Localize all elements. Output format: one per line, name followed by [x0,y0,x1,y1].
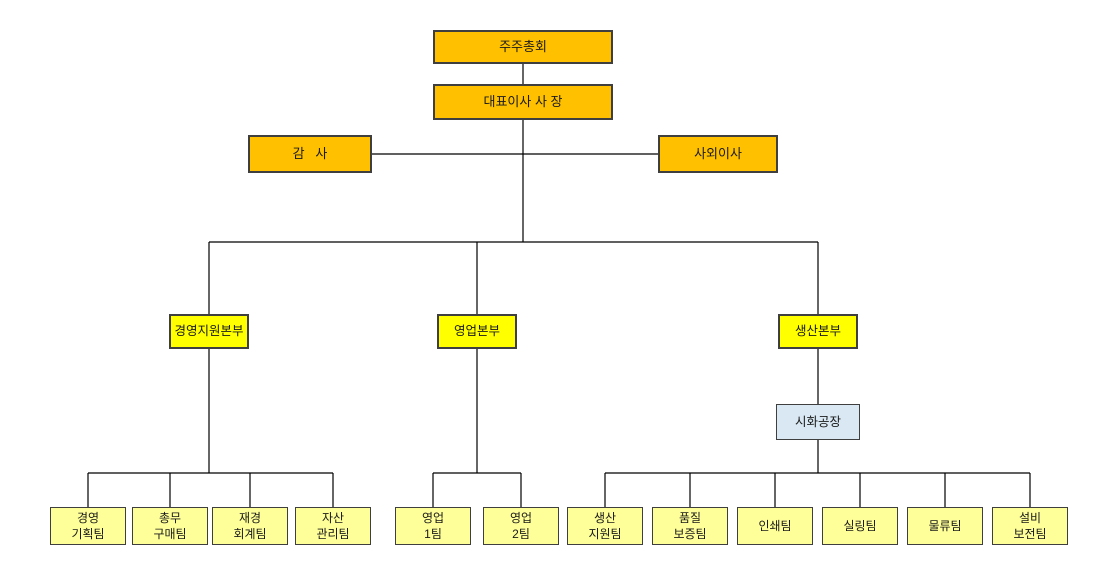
node-team-finance-accounting: 재경 회계팀 [212,507,288,545]
node-team-production-support: 생산 지원팀 [567,507,643,545]
node-team-general-affairs-purchasing: 총무 구매팀 [132,507,208,545]
node-team-sales-2: 영업 2팀 [483,507,559,545]
node-division-production: 생산본부 [778,314,858,349]
node-outside-director: 사외이사 [658,135,778,173]
node-team-printing: 인쇄팀 [737,507,813,545]
node-team-asset-management: 자산 관리팀 [295,507,371,545]
node-division-management-support: 경영지원본부 [169,314,249,349]
node-team-facility-maintenance: 설비 보전팀 [992,507,1068,545]
node-division-sales: 영업본부 [437,314,517,349]
node-auditor: 감 사 [248,135,372,173]
node-team-management-planning: 경영 기획팀 [50,507,126,545]
node-team-quality-assurance: 품질 보증팀 [652,507,728,545]
node-team-sales-1: 영업 1팀 [395,507,471,545]
node-sihwa-factory: 시화공장 [776,404,860,440]
node-team-sealing: 실링팀 [822,507,898,545]
node-ceo-president: 대표이사 사 장 [433,84,613,120]
node-shareholders-meeting: 주주총회 [433,30,613,64]
node-team-logistics: 물류팀 [907,507,983,545]
